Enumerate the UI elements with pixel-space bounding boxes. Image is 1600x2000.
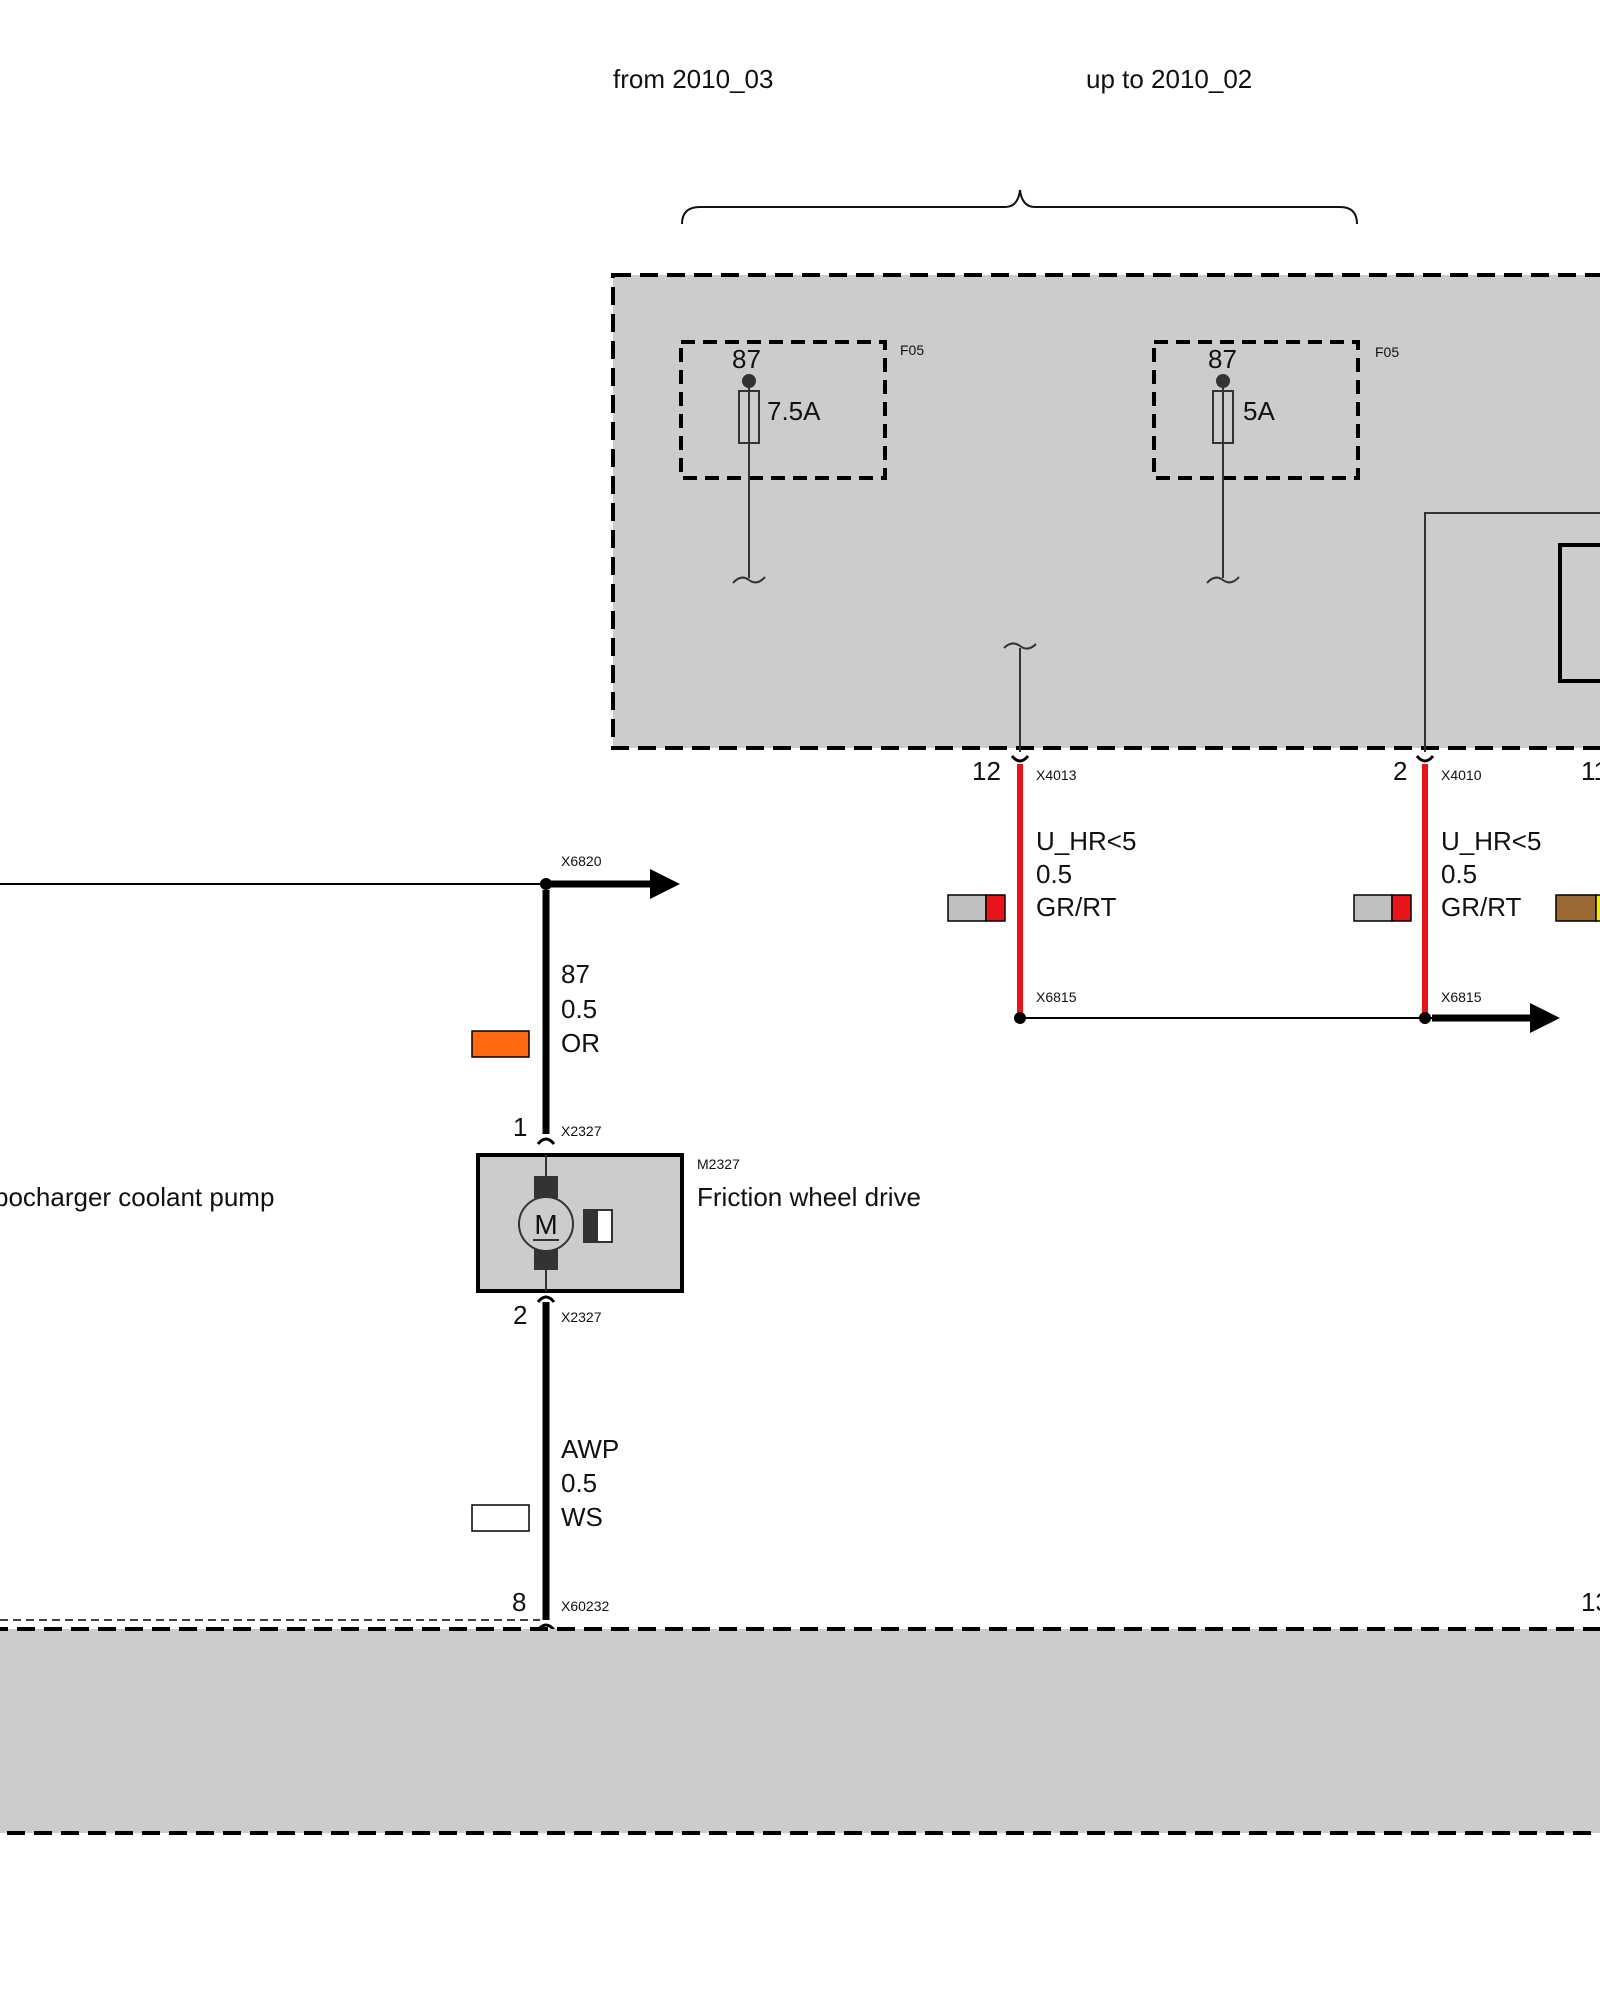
variant-label-right: up to 2010_02 — [1086, 64, 1252, 94]
motor-wire-top-gauge: 0.5 — [561, 994, 597, 1024]
motor-connector-top: X2327 — [561, 1123, 602, 1139]
motor-wire-top-signal: 87 — [561, 959, 590, 989]
wire-b-color-code: GR/RT — [1441, 892, 1522, 922]
module-right-component — [1558, 543, 1600, 683]
motor-wire-bottom-connector: X60232 — [561, 1598, 609, 1614]
control-module-upper — [611, 273, 1600, 750]
wire-b-pin: 2 — [1393, 756, 1407, 786]
motor-wire-top: 87 0.5 OR — [471, 890, 600, 1134]
internal-line-wire-b — [1424, 512, 1600, 752]
motor-wire-bottom-gauge: 0.5 — [561, 1468, 597, 1498]
wire-b: 2 X4010 U_HR<5 0.5 GR/RT X6815 — [1353, 755, 1541, 1024]
motor-wire-bottom-pin: 8 — [512, 1587, 526, 1617]
fuse-left-pin: 87 — [732, 344, 761, 374]
edge-swatch — [1555, 894, 1597, 922]
fuse-left-id: F05 — [900, 342, 924, 358]
fuse-right: 87 F05 5A — [1152, 340, 1399, 584]
motor-wire-top-color-code: OR — [561, 1028, 600, 1058]
edge-pin-bottom: 13 — [1581, 1587, 1600, 1617]
motor-wire-top-node: X6820 — [561, 853, 602, 869]
edge-pin-top: 11 — [1581, 756, 1600, 786]
fuse-right-pin: 87 — [1208, 344, 1237, 374]
motor-connector-bottom: X2327 — [561, 1309, 602, 1325]
arrow-x6815 — [1530, 1003, 1560, 1033]
wire-b-signal: U_HR<5 — [1441, 826, 1541, 856]
wire-a-connector-bottom: X6815 — [1036, 989, 1077, 1005]
wire-a-gauge: 0.5 — [1036, 859, 1072, 889]
fuse-left: 87 F05 7.5A — [679, 340, 924, 584]
fuse-right-rating: 5A — [1243, 396, 1275, 426]
variant-label-left: from 2010_03 — [613, 64, 773, 94]
wire-a-color-code: GR/RT — [1036, 892, 1117, 922]
svg-text:M: M — [534, 1209, 557, 1240]
wire-a: 12 X4013 U_HR<5 0.5 GR/RT X6815 — [947, 755, 1136, 1024]
motor-wire-bottom: AWP 0.5 WS 8 X60232 — [471, 1302, 619, 1631]
wire-a-signal: U_HR<5 — [1036, 826, 1136, 856]
fuse-right-id: F05 — [1375, 344, 1399, 360]
wire-b-connector-top: X4010 — [1441, 767, 1482, 783]
motor-pin-top: 1 — [513, 1112, 527, 1142]
motor-m2327: 1 X2327 M2327 Friction wheel drive M 2 X… — [476, 1112, 921, 1330]
wire-b-connector-bottom: X6815 — [1441, 989, 1482, 1005]
variant-brace — [681, 189, 1358, 225]
arrow-x6820 — [650, 869, 680, 899]
motor-pin-bottom: 2 — [513, 1300, 527, 1330]
wire-a-connector-top: X4013 — [1036, 767, 1077, 783]
motor-name: Friction wheel drive — [697, 1182, 921, 1212]
break-mark-wire-a — [1003, 642, 1037, 650]
neighbor-component-label: bocharger coolant pump — [0, 1182, 274, 1212]
motor-symbol-icon — [518, 1196, 574, 1252]
motor-wire-bottom-signal: AWP — [561, 1434, 619, 1464]
motor-id: M2327 — [697, 1156, 740, 1172]
motor-wire-bottom-color-code: WS — [561, 1502, 603, 1532]
wire-b-gauge: 0.5 — [1441, 859, 1477, 889]
wire-a-pin: 12 — [972, 756, 1001, 786]
control-module-lower — [0, 1627, 1600, 1835]
fuse-left-rating: 7.5A — [767, 396, 821, 426]
